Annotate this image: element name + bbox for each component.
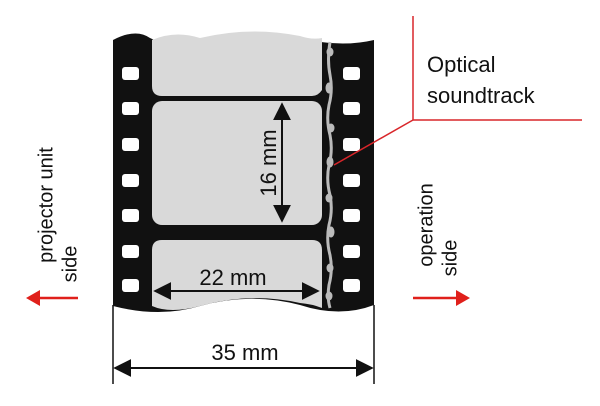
sprocket-hole bbox=[122, 138, 139, 151]
arrow-right-icon bbox=[413, 290, 470, 306]
arrow-left-icon bbox=[26, 290, 78, 306]
left-side-label-line1: projector unit bbox=[35, 147, 57, 263]
optical-soundtrack bbox=[325, 41, 335, 309]
frame-height-label: 16 mm bbox=[256, 129, 281, 196]
sprocket-hole bbox=[122, 67, 139, 80]
sprocket-hole bbox=[122, 102, 139, 115]
right-side-label-line2: side bbox=[439, 240, 461, 277]
soundtrack-leader-line bbox=[333, 119, 414, 166]
sprocket-hole bbox=[343, 245, 360, 258]
soundtrack-label-line1: Optical bbox=[427, 52, 495, 77]
sprocket-hole bbox=[122, 245, 139, 258]
sprocket-hole bbox=[122, 209, 139, 222]
sprocket-hole bbox=[122, 174, 139, 187]
frame-middle bbox=[152, 101, 322, 225]
left-side-label-line2: side bbox=[59, 246, 81, 283]
sprocket-hole bbox=[343, 174, 360, 187]
sprocket-holes-right bbox=[343, 67, 360, 292]
sprocket-hole bbox=[343, 138, 360, 151]
sprocket-holes-left bbox=[122, 67, 139, 292]
sprocket-hole bbox=[122, 279, 139, 292]
right-side-label-line1: operation bbox=[415, 183, 437, 266]
sprocket-hole bbox=[343, 279, 360, 292]
frame-width-label: 22 mm bbox=[199, 265, 266, 290]
frame-top bbox=[152, 31, 322, 96]
film-width-label: 35 mm bbox=[211, 340, 278, 365]
sprocket-hole bbox=[343, 67, 360, 80]
soundtrack-label-line2: soundtrack bbox=[427, 83, 536, 108]
sprocket-hole bbox=[343, 102, 360, 115]
sprocket-hole bbox=[343, 209, 360, 222]
